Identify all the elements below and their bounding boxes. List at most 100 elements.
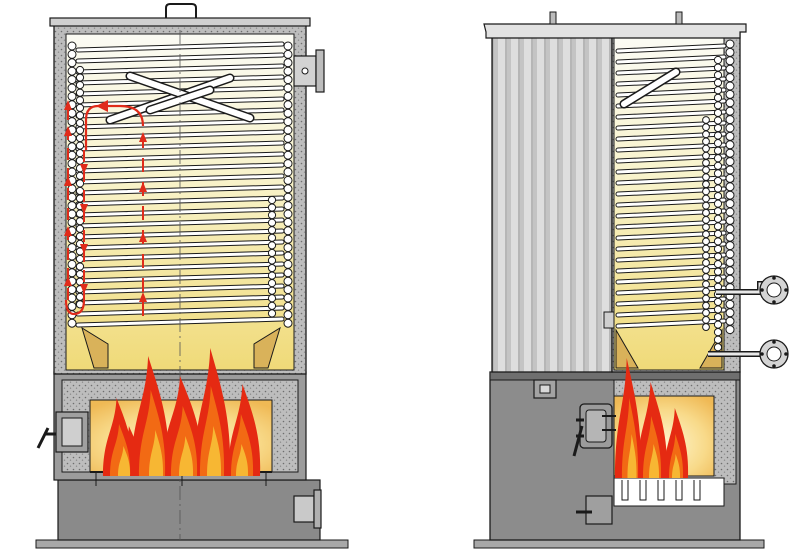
coil-ring (713, 328, 723, 337)
coil-ring (283, 234, 293, 244)
coil-ring (75, 270, 85, 279)
coil-ring (67, 167, 77, 177)
coil-ring (725, 98, 735, 108)
coil-ring (725, 266, 735, 276)
coil-ring (725, 257, 735, 267)
arrow-down-icon (80, 204, 88, 214)
coil-ring (267, 195, 277, 205)
top-lid (483, 23, 747, 39)
coil-ring (725, 106, 735, 116)
latch-icon (572, 425, 584, 457)
coil-tube (76, 42, 284, 52)
coil-ring (713, 244, 723, 254)
arrow-up-icon (64, 276, 72, 286)
coil-ring (702, 123, 710, 132)
coil-ring (267, 241, 277, 250)
coil-ring (67, 285, 77, 295)
coil-ring (283, 243, 293, 253)
coil-ring (283, 49, 293, 59)
coil-ring (725, 115, 735, 125)
coil-ring (67, 41, 77, 51)
coil-ring (725, 215, 735, 225)
coil-ring (67, 91, 77, 101)
coil-ring (725, 308, 735, 318)
flange-icon (759, 339, 789, 369)
coil-ring (75, 133, 85, 143)
arrow-down-icon (80, 164, 88, 174)
coil-ring (75, 103, 85, 112)
coil-ring (283, 117, 293, 127)
coil-ring (75, 186, 85, 196)
coil-ring (713, 260, 723, 269)
coil-ring (725, 131, 735, 141)
coil-ring (283, 276, 293, 286)
coil-ring (713, 116, 723, 125)
flame (627, 434, 637, 478)
coil-ring (75, 194, 85, 203)
outlet-pipe (716, 275, 789, 305)
coil-ring (702, 287, 710, 296)
coil-ring (67, 268, 77, 278)
flame-icon (615, 358, 689, 478)
coil-ring (75, 209, 85, 218)
flange-icon (293, 489, 322, 529)
coil-ring (283, 201, 293, 211)
coil-ring (725, 199, 735, 209)
coil-ring (283, 167, 293, 177)
coil-ring (725, 190, 735, 200)
coil-ring (75, 254, 85, 264)
coil-ring (702, 187, 710, 196)
coil-ring (725, 81, 735, 91)
coil-ring (283, 91, 293, 101)
coil-ring (67, 259, 77, 269)
coil-ring (283, 108, 293, 118)
coil-ring (283, 75, 293, 85)
coil-ring (725, 274, 735, 284)
coil-ring (713, 343, 723, 352)
coil-ring (267, 226, 277, 235)
coil-ring (713, 131, 723, 140)
coil-ring (725, 224, 735, 234)
coil-ring (283, 209, 293, 219)
half-exterior-view (473, 11, 789, 549)
coil-ring (283, 310, 293, 320)
coil-ring (267, 256, 277, 265)
coil-ring (67, 209, 77, 219)
handle-icon (165, 3, 197, 18)
coil-ring (267, 286, 277, 295)
coil-tube (76, 185, 284, 195)
coil-ring (713, 199, 723, 208)
coil-ring (67, 49, 77, 59)
coil-ring (713, 214, 723, 223)
coil-ring (267, 211, 277, 220)
coil-ring (702, 216, 710, 224)
flame (207, 426, 222, 476)
coil-ring (702, 194, 710, 203)
flame (672, 454, 681, 478)
coil-ring (713, 146, 723, 155)
coil-ring (713, 297, 723, 307)
latch-icon (36, 427, 56, 449)
coil-ring (713, 101, 723, 110)
coil-ring (725, 123, 735, 133)
coil-ring (713, 267, 723, 276)
coil-ring (702, 208, 710, 217)
coil-ring (725, 56, 735, 66)
coil-ring (725, 39, 735, 49)
coil-ring (725, 325, 735, 335)
coil-ring (67, 75, 77, 85)
coil-ring (67, 251, 77, 261)
coil-ring (283, 226, 293, 236)
coil-ring (725, 148, 735, 158)
coil-ring (713, 237, 723, 246)
coil-ring (75, 232, 85, 241)
coil-ring (283, 318, 293, 328)
flame-icon (103, 348, 261, 476)
coil-ring (267, 203, 277, 212)
coil-ring (702, 223, 710, 232)
burner-door (36, 411, 89, 453)
flange-icon (293, 49, 325, 93)
coil-ring (75, 149, 85, 158)
coil-ring (713, 275, 723, 284)
coil-ring (75, 65, 85, 75)
